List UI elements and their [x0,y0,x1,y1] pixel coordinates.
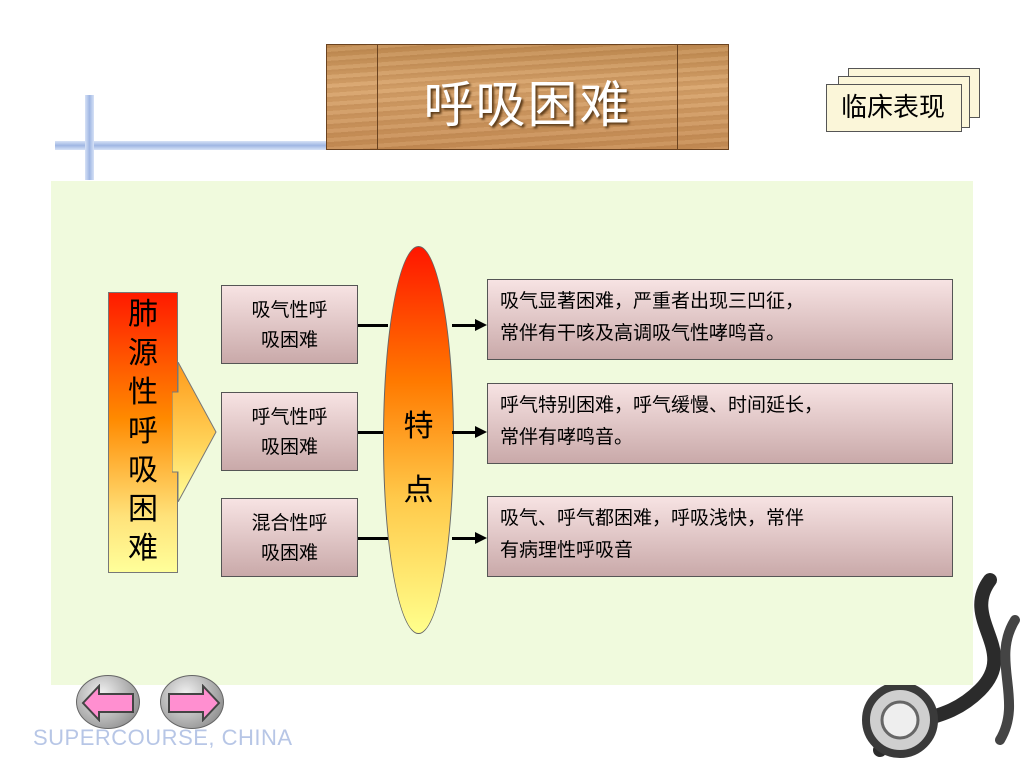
footer-brand: SUPERCOURSE, CHINA [33,725,293,750]
arrow-head-icon [475,426,487,438]
category-text-line: 吸困难 [260,435,318,458]
title-board: 呼吸困难 [326,44,729,150]
category-text-line: 呼气性呼 [251,405,328,428]
category-text-line: 吸困难 [260,541,318,564]
pointer-arrow-shape [172,362,217,502]
feature-text-line: 有病理性呼吸音 [500,539,634,561]
main-label-char: 源 [128,336,158,371]
feature-text-line: 呼气特别困难，呼气缓慢、时间延长， [500,394,824,416]
category-box-expiratory: 呼气性呼吸困难 [221,392,358,471]
previous-slide-button[interactable] [76,675,140,729]
features-label-char: 特 [403,409,434,444]
category-text-line: 吸气性呼 [251,298,328,321]
main-label-char: 性 [128,375,158,410]
page-title: 呼吸困难 [423,76,632,134]
category-text-line: 吸困难 [260,328,318,351]
features-ellipse: 特 点 [383,246,454,634]
feature-text-line: 吸气显著困难，严重者出现三凹征， [500,290,805,312]
right-arrow-icon [168,684,221,722]
arrow-head-icon [475,319,487,331]
arrow-head-icon [475,532,487,544]
feature-text-line: 常伴有干咳及高调吸气性哮鸣音。 [500,322,786,344]
category-text-line: 混合性呼 [251,511,328,534]
category-box-inspiratory: 吸气性呼吸困难 [221,285,358,364]
tag-card-front [826,84,962,132]
connector-line [452,324,476,327]
feature-box-inspiratory: 吸气显著困难，严重者出现三凹征， 常伴有干咳及高调吸气性哮鸣音。 [487,279,953,360]
main-category-label: 肺 源 性 呼 吸 困 难 [109,293,177,568]
decorative-line-horizontal [55,141,330,150]
left-arrow-icon [81,684,134,722]
feature-box-expiratory: 呼气特别困难，呼气缓慢、时间延长， 常伴有哮鸣音。 [487,383,953,464]
connector-line [358,537,388,540]
section-tag: 临床表现 [840,93,945,123]
feature-text-line: 常伴有哮鸣音。 [500,426,634,448]
title-board-edge [377,45,378,149]
features-label-char: 点 [403,473,434,508]
title-board-edge [677,45,678,149]
connector-line [358,431,388,434]
connector-line [358,324,388,327]
decorative-line-vertical [85,95,94,180]
main-label-char: 肺 [128,297,158,332]
next-slide-button[interactable] [160,675,224,729]
feature-text-line: 吸气、呼气都困难，呼吸浅快，常伴 [500,507,805,529]
main-label-char: 呼 [128,414,158,449]
connector-line [452,431,476,434]
category-box-mixed: 混合性呼吸困难 [221,498,358,577]
main-category-box: 肺 源 性 呼 吸 困 难 [108,292,178,573]
connector-line [452,537,476,540]
feature-box-mixed: 吸气、呼气都困难，呼吸浅快，常伴 有病理性呼吸音 [487,496,953,577]
main-label-char: 吸 [128,453,158,488]
main-label-char: 困 [128,492,158,527]
stethoscope-decoration [840,560,1024,768]
features-label: 特 点 [384,395,453,523]
main-label-char: 难 [128,531,158,566]
